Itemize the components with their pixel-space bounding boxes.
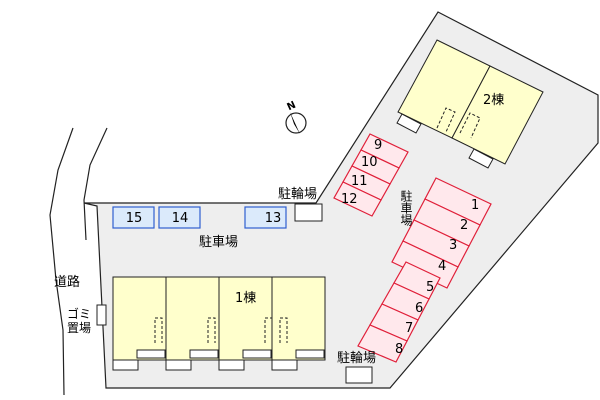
parking-space-label: 9 — [374, 138, 382, 153]
parking-red-labels-9-12: 9 10 11 12 — [341, 138, 382, 207]
road-edge-left — [49, 127, 74, 396]
parking-label: 駐車場 — [199, 235, 238, 250]
entrance-step — [136, 349, 166, 359]
parking-space-label: 5 — [426, 280, 434, 295]
building-1-unit — [271, 276, 326, 361]
parking-space-label: 7 — [405, 321, 413, 336]
building-2-stairs — [436, 107, 481, 139]
porch — [218, 359, 245, 371]
parking-space-label: 3 — [449, 238, 457, 253]
bicycle-parking-top-label: 駐輪場 — [278, 186, 317, 202]
parking-space-label: 12 — [341, 192, 358, 207]
parking-red-labels-1-4: 1 2 3 4 — [438, 198, 479, 274]
parking-space-label: 4 — [438, 259, 446, 274]
entrance-step — [242, 349, 272, 359]
bicycle-parking-bottom — [345, 366, 373, 384]
parking-space-label: 14 — [172, 211, 189, 226]
parking-space-label: 8 — [395, 342, 403, 357]
building-2-label: 2棟 — [483, 93, 504, 108]
porch — [271, 359, 298, 371]
bicycle-parking-top — [294, 203, 323, 222]
building-1-entrances — [112, 349, 325, 371]
parking-red-group-5-8 — [357, 261, 441, 363]
parking-vertical-label: 駐車場 — [399, 189, 413, 227]
building-2 — [397, 39, 544, 165]
bicycle-parking-bottom-label: 駐輪場 — [337, 350, 376, 366]
building-2-unit — [451, 65, 544, 165]
parking-space-label: 6 — [415, 301, 423, 316]
parking-space-label: 15 — [126, 211, 143, 226]
porch — [396, 113, 422, 134]
parking-red-labels-5-8: 5 6 7 8 — [395, 280, 434, 357]
entrance-step — [189, 349, 219, 359]
building-1-unit — [218, 276, 273, 361]
parking-space-label: 10 — [361, 155, 378, 170]
building-1-unit — [112, 276, 167, 361]
parking-red-group-1-4 — [391, 177, 492, 289]
porch — [468, 148, 494, 169]
parking-space-label: 13 — [265, 211, 282, 226]
parking-space-4 — [391, 240, 459, 289]
compass-arrow-icon — [290, 112, 300, 134]
parking-space-15 — [112, 206, 155, 229]
parking-space-label: 11 — [351, 174, 368, 189]
garbage-area — [96, 304, 107, 326]
parking-blue-group: 15 14 13 — [112, 206, 287, 229]
building-1-unit — [165, 276, 220, 361]
compass: N — [285, 100, 307, 134]
garbage-label: ゴミ — [67, 306, 91, 321]
building-1-label: 1棟 — [235, 291, 256, 306]
compass-circle — [285, 112, 307, 134]
parking-red-group-9-12 — [333, 133, 409, 217]
building-1 — [112, 276, 326, 361]
parking-space-14 — [158, 206, 201, 229]
garbage-label: 置場 — [67, 321, 91, 335]
porch — [112, 359, 139, 371]
road-edge-right — [83, 127, 108, 241]
compass-label: N — [285, 100, 297, 114]
parking-space-12 — [333, 181, 382, 217]
parking-space-label: 2 — [460, 218, 468, 233]
parking-space-label: 1 — [471, 198, 479, 213]
porch — [165, 359, 192, 371]
building-1-stairs — [154, 317, 288, 343]
road-label: 道路 — [54, 274, 80, 290]
parking-space-8 — [357, 324, 408, 363]
parking-space-13 — [244, 206, 287, 229]
building-2-entrances — [396, 113, 494, 169]
entrance-step — [295, 349, 325, 359]
